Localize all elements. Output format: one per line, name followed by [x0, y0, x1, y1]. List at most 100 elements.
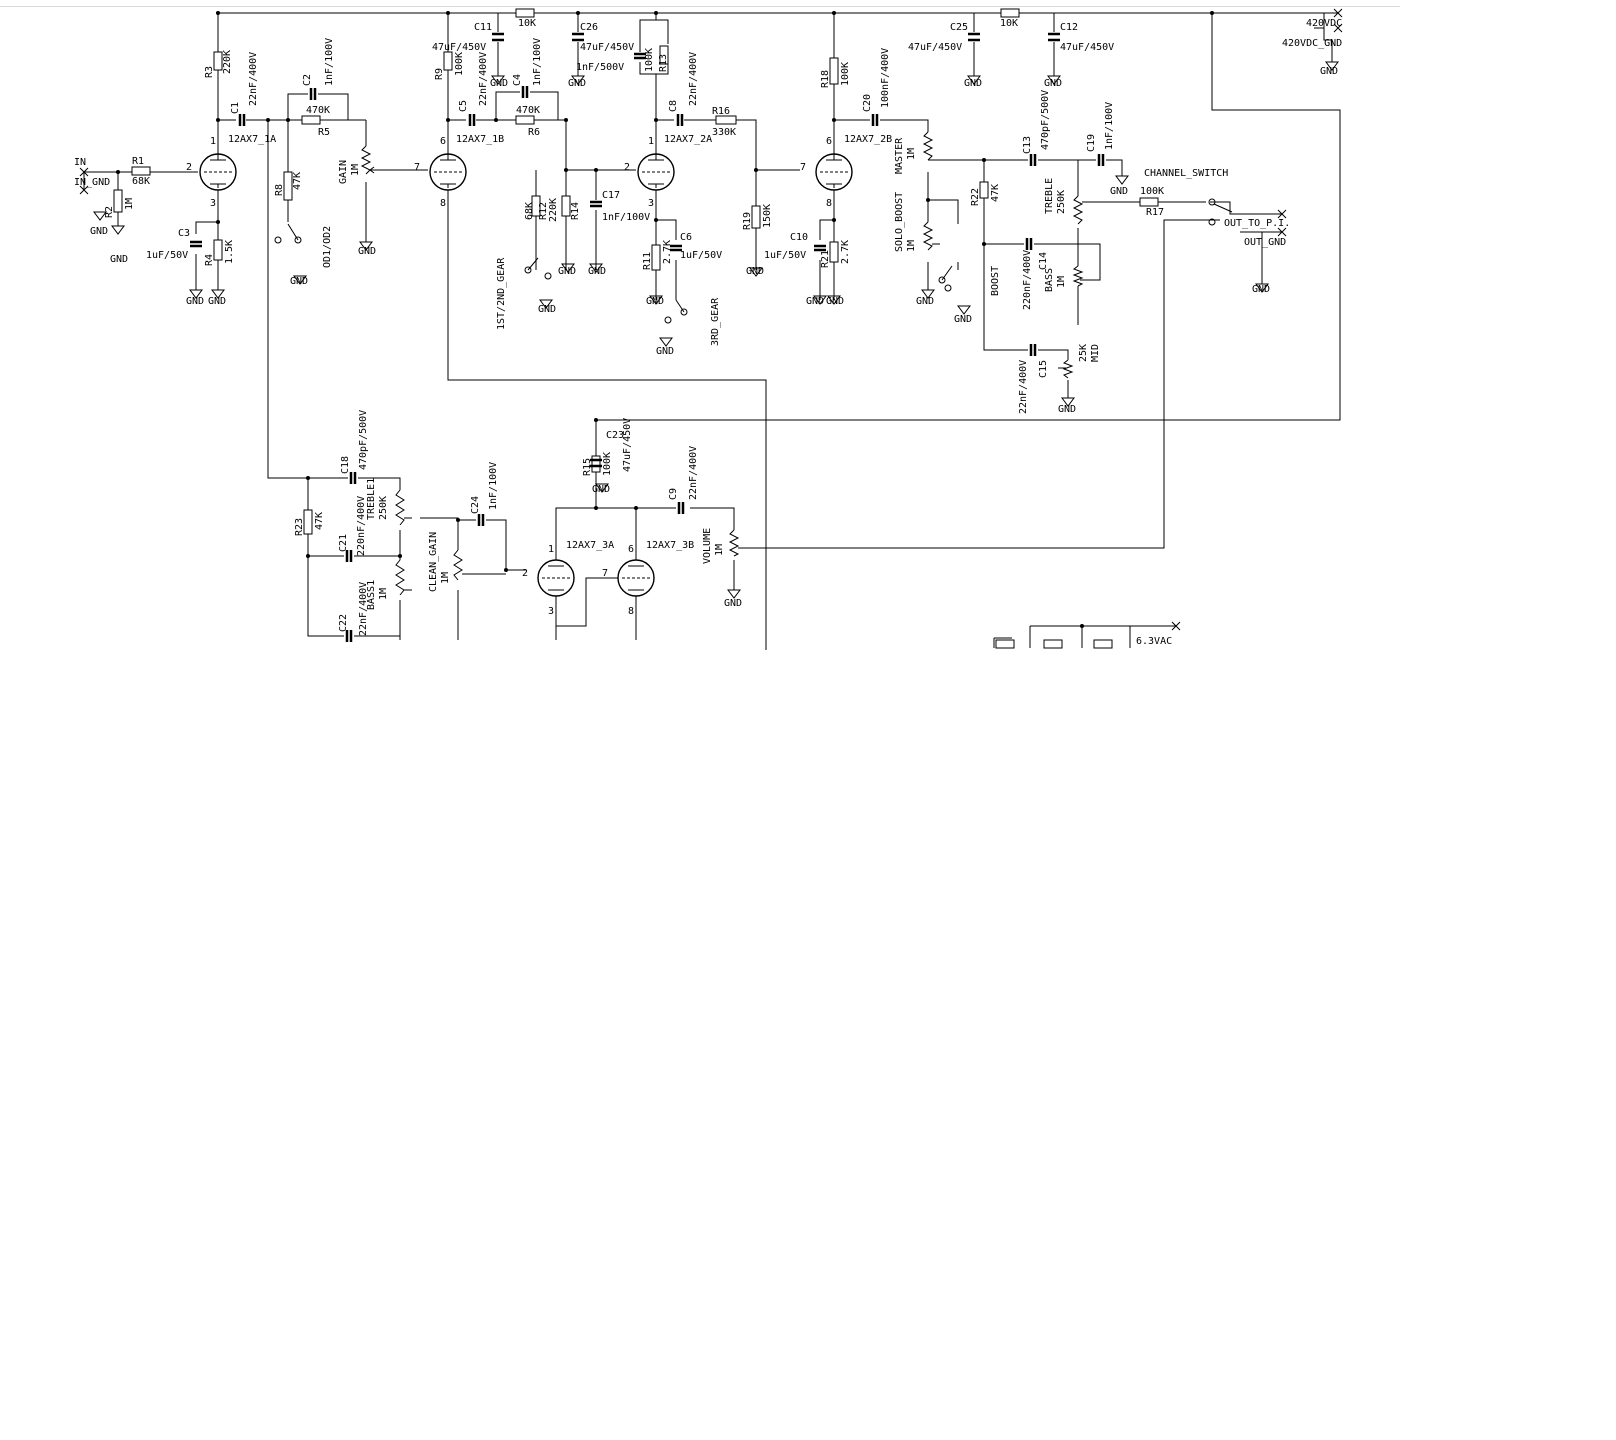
- val-c8: 22nF/400V: [688, 52, 699, 106]
- val-c3: 1uF/50V: [146, 250, 188, 261]
- val-r17: 100K: [1140, 186, 1164, 197]
- val-c10: 1uF/50V: [764, 250, 806, 261]
- val-r12: 220K: [548, 198, 559, 222]
- val-c11: 47uF/450V: [432, 42, 486, 53]
- ref-clean-gain: CLEAN_GAIN: [428, 532, 439, 592]
- val-gain: 1M: [350, 164, 361, 176]
- val-c23: 47uF/450V: [622, 418, 633, 472]
- gnd-label: GND: [490, 78, 508, 89]
- ref-c17: C17: [602, 190, 620, 201]
- pin-number-labels: 1 2 3 6 7 8 1 2 3 6 7 8 1 2 3 6 7 8: [186, 136, 832, 617]
- val-volume: 1M: [714, 544, 725, 556]
- ref-r8: R8: [274, 184, 285, 196]
- val-r16: 330K: [712, 127, 736, 138]
- val-c26b: 1nF/500V: [576, 62, 624, 73]
- ref-r3: R3: [204, 66, 215, 78]
- ref-c24: C24: [470, 496, 481, 514]
- gnd-label: GND: [90, 226, 108, 237]
- val-c20: 100nF/400V: [880, 48, 891, 108]
- val-c18: 470pF/500V: [358, 410, 369, 470]
- ref-r1: R1: [132, 156, 144, 167]
- gnd-labels: GND GND GND GND GND GND GND GND GND GND …: [90, 66, 1338, 609]
- ref-r15: R15: [582, 458, 593, 476]
- ref-r14: R14: [570, 202, 581, 220]
- ground-symbols: [93, 61, 1339, 599]
- val-c4: 1nF/100V: [532, 38, 543, 86]
- val-r3: 220K: [222, 50, 233, 74]
- pin-2: 2: [624, 162, 630, 173]
- label-supply: 420VDC: [1306, 18, 1342, 29]
- ref-master: MASTER: [894, 137, 905, 174]
- ref-r2: R2: [104, 206, 115, 218]
- top-border-line: [0, 6, 1400, 7]
- ref-c5: C5: [458, 100, 469, 112]
- label-v1b: 12AX7_1B: [456, 134, 504, 145]
- label-v3a: 12AX7_3A: [566, 540, 614, 551]
- label-channel-switch: CHANNEL_SWITCH: [1144, 168, 1228, 179]
- ref-c9: C9: [668, 488, 679, 500]
- gnd-label: GND: [724, 598, 742, 609]
- ref-c19: C19: [1086, 134, 1097, 152]
- gnd-label: GND: [964, 78, 982, 89]
- ref-r13: R13: [658, 54, 669, 72]
- val-r1: 68K: [132, 176, 150, 187]
- val-r8: 47K: [292, 172, 303, 190]
- val-master: 1M: [906, 148, 917, 160]
- gnd-label: GND: [826, 296, 844, 307]
- ref-c15: C15: [1038, 360, 1049, 378]
- ref-treble: TREBLE: [1044, 178, 1055, 214]
- capacitors: [190, 32, 1105, 642]
- val-c14: 220nF/400V: [1022, 250, 1033, 310]
- gnd-label: GND: [558, 266, 576, 277]
- ref-gain: GAIN: [338, 160, 349, 184]
- ref-r18: R18: [820, 70, 831, 88]
- tube-v3b: [617, 559, 655, 597]
- switch-labels: OD1/OD2 1ST/2ND_GEAR 3RD_GEAR BOOST CHAN…: [322, 168, 1228, 346]
- junction-dots: [116, 11, 1214, 628]
- label-gear12-switch: 1ST/2ND_GEAR: [496, 257, 507, 330]
- val-r23: 47K: [314, 512, 325, 530]
- val-c15: 22nF/400V: [1018, 360, 1029, 414]
- pin-6: 6: [826, 136, 832, 147]
- ref-c11: C11: [474, 22, 492, 33]
- val-r4: 1.5K: [224, 240, 235, 264]
- ref-treble1: TREBLE1: [366, 478, 377, 520]
- gnd-label: GND: [916, 296, 934, 307]
- port-markers: [79, 8, 1343, 649]
- val-r9: 100K: [454, 52, 465, 76]
- pin-2: 2: [522, 568, 528, 579]
- val-r68k: 68K: [524, 202, 535, 220]
- ref-r19: R19: [742, 212, 753, 230]
- resistor-labels: R1 68K R2 1M R3 220K R4 1.5K 470K R5 470…: [104, 18, 1164, 536]
- val-mid: 25K: [1078, 344, 1089, 362]
- capacitor-labels: C1 22nF/400V C2 1nF/100V C3 1uF/50V C4 1…: [146, 22, 1115, 636]
- ref-c23: C23: [606, 430, 624, 441]
- pin-6: 6: [440, 136, 446, 147]
- val-treble1: 250K: [378, 496, 389, 520]
- ref-c1: C1: [230, 102, 241, 114]
- ref-c6: C6: [680, 232, 692, 243]
- pot-labels: GAIN 1M MASTER 1M SOLO_BOOST 1M TREBLE 2…: [338, 137, 1101, 610]
- ref-c20: C20: [862, 94, 873, 112]
- val-c21: 220nF/400V: [356, 496, 367, 556]
- label-out-gnd: OUT_GND: [1244, 237, 1286, 248]
- gnd-label: GND: [1320, 66, 1338, 77]
- pin-8: 8: [628, 606, 634, 617]
- pin-6: 6: [628, 544, 634, 555]
- pin-7: 7: [602, 568, 608, 579]
- gnd-label: GND: [186, 296, 204, 307]
- val-r6: 470K: [516, 105, 540, 116]
- pin-3: 3: [548, 606, 554, 617]
- gnd-label: GND: [806, 296, 824, 307]
- gnd-label: GND: [290, 276, 308, 287]
- val-c25: 47uF/450V: [908, 42, 962, 53]
- val-bass: 1M: [1056, 276, 1067, 288]
- val-r22: 47K: [990, 184, 1001, 202]
- val-solo-boost: 1M: [906, 240, 917, 252]
- gnd-label: GND: [1044, 78, 1062, 89]
- ref-r22: R22: [970, 188, 981, 206]
- val-c9: 22nF/400V: [688, 446, 699, 500]
- ref-r5: R5: [318, 127, 330, 138]
- label-in: IN: [74, 157, 86, 168]
- potentiometers: [360, 131, 1090, 596]
